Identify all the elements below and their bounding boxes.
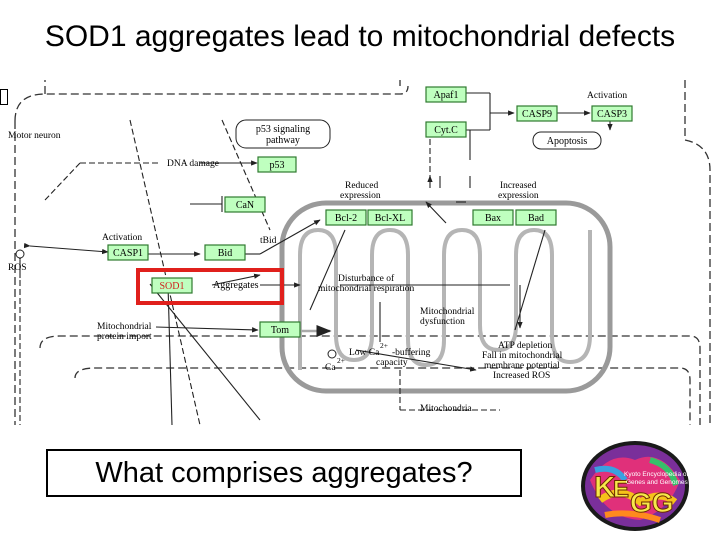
gene-apaf1: Apaf1 <box>426 87 466 102</box>
svg-text:Bax: Bax <box>485 213 501 224</box>
svg-text:Ca: Ca <box>325 363 336 373</box>
label-dna-damage: DNA damage <box>167 159 219 169</box>
label-mito-dysfunction: Mitochondrial <box>420 307 475 317</box>
svg-text:membrane potential: membrane potential <box>484 361 560 371</box>
svg-text:ROS: ROS <box>8 263 26 273</box>
label-activation-top: Activation <box>587 91 627 101</box>
svg-text:GG: GG <box>630 487 674 518</box>
svg-text:CASP3: CASP3 <box>597 109 627 120</box>
gene-casp3: CASP3 <box>592 106 632 121</box>
label-disturbance: Disturbance of <box>338 273 395 284</box>
svg-text:capacity: capacity <box>376 358 408 368</box>
p53-signaling-pathway-node: p53 signaling pathway <box>236 120 330 148</box>
gene-bad: Bad <box>516 210 556 225</box>
svg-text:pathway: pathway <box>266 135 300 146</box>
gene-bclxl: Bcl-XL <box>368 210 412 225</box>
svg-text:Apoptosis: Apoptosis <box>547 136 588 147</box>
svg-text:2+: 2+ <box>337 356 345 365</box>
svg-text:ATP depletion: ATP depletion <box>498 341 553 351</box>
svg-text:Cyt.C: Cyt.C <box>434 125 458 136</box>
apoptosis-node: Apoptosis <box>533 132 601 149</box>
label-tbid: tBid <box>260 236 277 246</box>
svg-text:Increased ROS: Increased ROS <box>493 371 550 381</box>
label-mito-protein-import-2: protein import <box>97 332 152 342</box>
label-motor-neuron: Motor neuron <box>8 131 61 141</box>
label-reduced-expression-2: expression <box>340 191 381 201</box>
label-increased-expression-2: expression <box>498 191 539 201</box>
svg-text:Apaf1: Apaf1 <box>434 90 459 101</box>
gene-casp1: CASP1 <box>108 245 148 260</box>
svg-text:2+: 2+ <box>380 341 388 350</box>
svg-text:-buffering: -buffering <box>392 347 431 358</box>
label-disturbance-2: mitochondrial respiration <box>318 284 415 294</box>
kegg-pathway-diagram: Apaf1 Cyt.C CASP9 CASP3 p53 CaN Bcl-2 Bc… <box>0 80 720 425</box>
svg-text:Bcl-2: Bcl-2 <box>335 213 357 224</box>
svg-text:Genes and Genomes: Genes and Genomes <box>626 479 689 486</box>
ros-node: ROS <box>8 250 26 273</box>
gene-cytc: Cyt.C <box>426 122 466 137</box>
gene-p53: p53 <box>258 157 296 172</box>
kegg-logo: K E GG Kyoto Encyclopedia of Genes and G… <box>580 440 690 532</box>
label-activation-left: Activation <box>102 233 142 243</box>
label-mitochondria: Mitochondria <box>420 404 472 414</box>
label-reduced-expression: Reduced <box>345 181 378 191</box>
svg-text:CASP1: CASP1 <box>113 248 143 259</box>
svg-text:CASP9: CASP9 <box>522 109 552 120</box>
svg-text:p53 signaling: p53 signaling <box>256 124 310 135</box>
slide-title: SOD1 aggregates lead to mitochondrial de… <box>0 20 720 54</box>
gene-casp9: CASP9 <box>517 106 557 121</box>
svg-text:CaN: CaN <box>236 200 254 211</box>
gene-tom: Tom <box>260 322 300 337</box>
svg-text:SOD1: SOD1 <box>159 281 184 292</box>
svg-text:Kyoto Encyclopedia of: Kyoto Encyclopedia of <box>624 471 689 478</box>
svg-text:Bid: Bid <box>218 248 232 259</box>
label-mito-dysfunction-2: dysfunction <box>420 316 465 327</box>
gene-bax: Bax <box>473 210 513 225</box>
svg-text:Fall in mitochondrial: Fall in mitochondrial <box>482 351 563 361</box>
svg-text:Bad: Bad <box>528 213 544 224</box>
gene-sod1: SOD1 <box>152 278 192 293</box>
label-mito-protein-import: Mitochondrial <box>97 322 152 332</box>
gene-bid: Bid <box>205 245 245 260</box>
question-box: What comprises aggregates? <box>46 449 522 497</box>
label-increased-expression: Increased <box>500 181 537 191</box>
svg-text:Tom: Tom <box>271 325 289 336</box>
svg-text:p53: p53 <box>270 160 285 171</box>
question-text: What comprises aggregates? <box>95 457 472 490</box>
atp-depletion-effects: ATP depletion Fall in mitochondrial memb… <box>482 341 563 381</box>
gene-bcl2: Bcl-2 <box>326 210 366 225</box>
gene-can: CaN <box>225 197 265 212</box>
svg-text:Low Ca: Low Ca <box>349 348 380 358</box>
label-aggregates: Aggregates <box>213 280 259 291</box>
svg-text:Bcl-XL: Bcl-XL <box>375 213 406 224</box>
